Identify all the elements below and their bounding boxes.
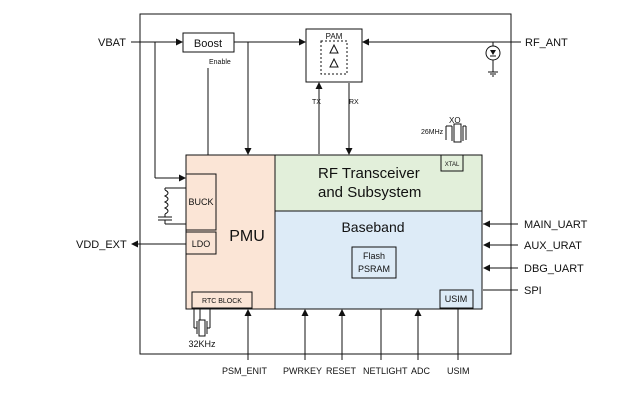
ldo-block <box>185 231 217 255</box>
pin-vbat: VBAT <box>98 37 126 49</box>
flash-label: Flash <box>363 251 385 261</box>
xtal-label: XTAL <box>445 162 460 168</box>
pin-netlight: NETLIGHT <box>363 366 408 376</box>
pin-aux-urat: AUX_URAT <box>524 240 582 252</box>
xtal-frequency-label: 26MHz <box>421 129 444 136</box>
usim-block-label: USIM <box>445 294 468 304</box>
pam-amplifier-box <box>320 40 348 75</box>
rtc-frequency-label: 32KHz <box>188 339 216 349</box>
buck-block <box>185 173 217 231</box>
pin-vdd-ext: VDD_EXT <box>76 239 127 251</box>
baseband-label: Baseband <box>341 219 404 235</box>
usim-block <box>439 289 474 309</box>
tx-label: TX <box>312 99 321 106</box>
psram-label: PSRAM <box>358 264 390 274</box>
ldo-label: LDO <box>192 239 211 249</box>
pin-reset: RESET <box>326 366 357 376</box>
pin-usim: USIM <box>447 366 470 376</box>
rtc-block <box>191 291 253 309</box>
amplifier-triangle-icon <box>329 43 339 54</box>
pin-psm-enit: PSM_ENIT <box>222 366 268 376</box>
rx-label: RX <box>349 99 359 106</box>
amplifier-triangle-icon <box>329 57 339 68</box>
module-outline <box>139 13 512 355</box>
pin-main-uart: MAIN_UART <box>524 219 588 231</box>
pam-block <box>305 28 363 83</box>
rf-title-line1: RF Transceiver <box>318 165 420 182</box>
xtal-block <box>440 154 464 172</box>
crystal-26mhz-icon <box>445 123 467 143</box>
rf-title-line2: and Subsystem <box>318 184 421 201</box>
pin-spi: SPI <box>524 285 542 297</box>
pin-pwrkey: PWRKEY <box>283 366 322 376</box>
pmu-label: PMU <box>229 228 265 245</box>
buck-inductor-icon <box>158 187 186 225</box>
pin-adc: ADC <box>411 366 431 376</box>
pam-label: PAM <box>326 32 343 41</box>
xo-label: XO <box>449 116 461 125</box>
enable-label: Enable <box>209 59 231 66</box>
buck-label: BUCK <box>188 197 213 207</box>
boost-label: Boost <box>194 38 222 50</box>
esd-protection-icon <box>485 42 501 77</box>
flash-psram-block <box>351 246 397 279</box>
pin-rf-ant: RF_ANT <box>525 37 568 49</box>
crystal-32khz-icon <box>193 308 211 337</box>
pin-dbg-uart: DBG_UART <box>524 263 584 275</box>
rtc-label: RTC BLOCK <box>202 298 242 305</box>
